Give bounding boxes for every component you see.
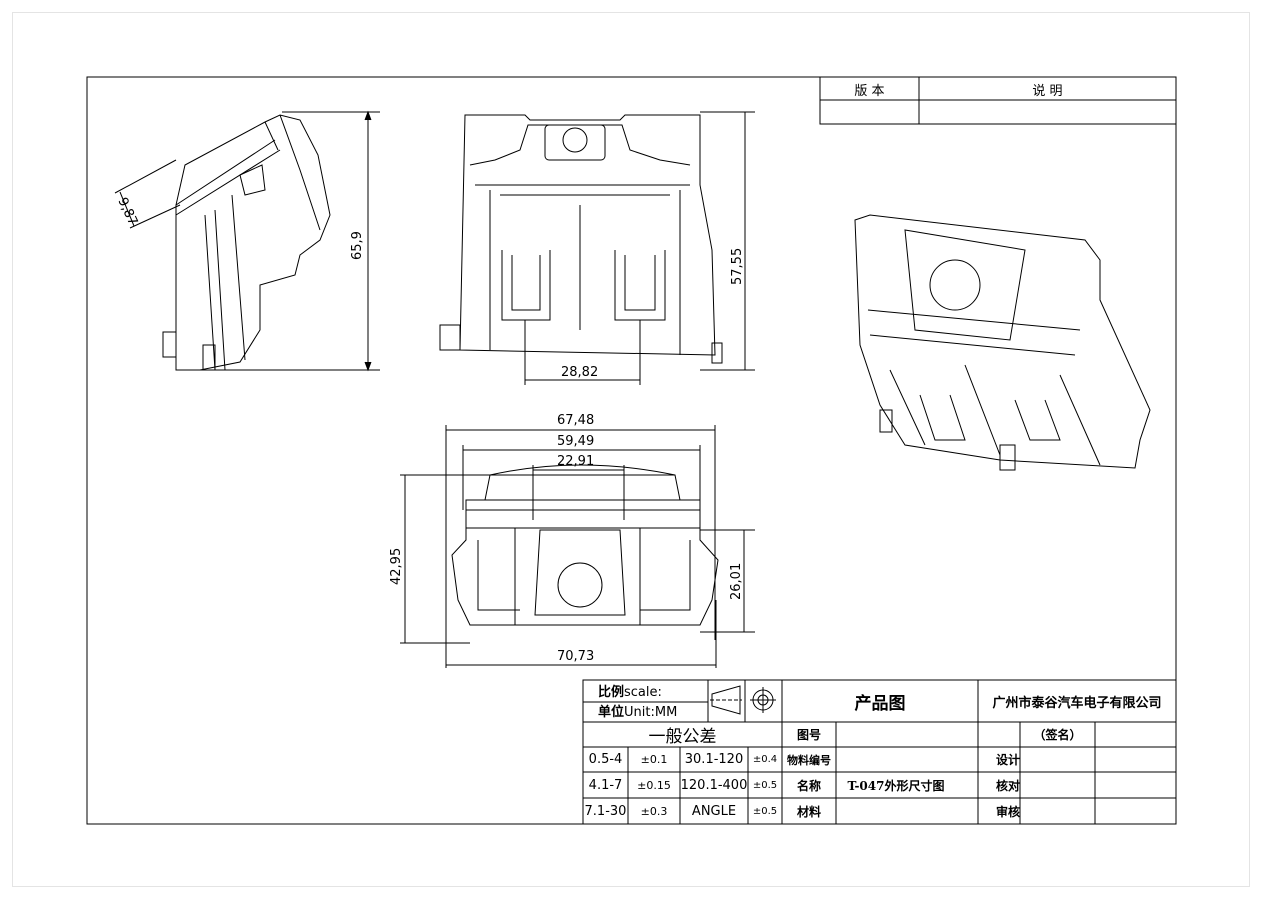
dim-top-base: 70,73 xyxy=(557,649,594,664)
drawing-sheet xyxy=(12,12,1250,887)
tol-value: ±0.5 xyxy=(752,779,778,791)
dim-top-inner: 59,49 xyxy=(557,434,594,449)
tol-value: ±0.4 xyxy=(752,754,778,765)
name-value: T-047外形尺寸图 xyxy=(847,778,945,793)
tol-range: 120.1-400 xyxy=(680,777,748,793)
scale-en: scale: xyxy=(624,685,662,700)
dim-top-overall: 67,48 xyxy=(557,413,594,428)
dim-top-height: 42,95 xyxy=(389,548,404,585)
tol-value: ±0.5 xyxy=(752,805,778,817)
top-view xyxy=(400,425,755,668)
dim-top-center: 22,91 xyxy=(557,454,594,469)
tol-range: ANGLE xyxy=(691,803,737,819)
check-label: 核对 xyxy=(995,778,1020,793)
tol-range: 0.5-4 xyxy=(588,752,623,767)
tol-range: 4.1-7 xyxy=(588,777,623,793)
projection-cone-icon xyxy=(710,685,742,715)
scale-label: 比例 xyxy=(598,685,625,700)
scale-row: 比例scale: xyxy=(598,686,662,699)
tol-value: ±0.3 xyxy=(640,804,668,818)
dim-side-height: 65,9 xyxy=(350,231,365,260)
front-view xyxy=(439,111,755,385)
dim-top-partial: 26,01 xyxy=(729,563,744,600)
review-label: 审核 xyxy=(995,804,1020,819)
revision-description-header: 说 明 xyxy=(1032,83,1063,99)
tol-value: ±0.15 xyxy=(637,778,671,792)
company-name: 广州市泰谷汽车电子有限公司 xyxy=(992,695,1162,711)
dim-front-slot: 28,82 xyxy=(561,365,598,380)
revision-block xyxy=(819,76,1177,125)
isometric-view xyxy=(854,214,1151,471)
revision-version-header: 版 本 xyxy=(854,83,885,99)
unit-en: Unit:MM xyxy=(624,705,678,720)
design-label: 设计 xyxy=(995,753,1020,767)
title-block-grid xyxy=(582,679,1177,825)
dim-front-height: 57,55 xyxy=(730,248,745,285)
material-code-label: 物料编号 xyxy=(787,753,831,767)
dim-side-angle: 9,87 xyxy=(114,195,140,228)
name-label: 名称 xyxy=(796,778,821,793)
side-view xyxy=(114,110,380,372)
tol-range: 30.1-120 xyxy=(684,752,744,767)
signature-label: （签名） xyxy=(1033,728,1082,742)
unit-row: 单位Unit:MM xyxy=(598,706,677,719)
product-drawing-title: 产品图 xyxy=(854,693,906,714)
drawing-no-label: 图号 xyxy=(796,728,821,742)
unit-label: 单位 xyxy=(598,705,625,720)
projection-circle-icon xyxy=(750,687,776,713)
material-label: 材料 xyxy=(796,804,821,819)
general-tolerance-title: 一般公差 xyxy=(648,727,717,747)
tol-value: ±0.1 xyxy=(640,753,668,766)
tol-range: 7.1-30 xyxy=(584,803,627,819)
